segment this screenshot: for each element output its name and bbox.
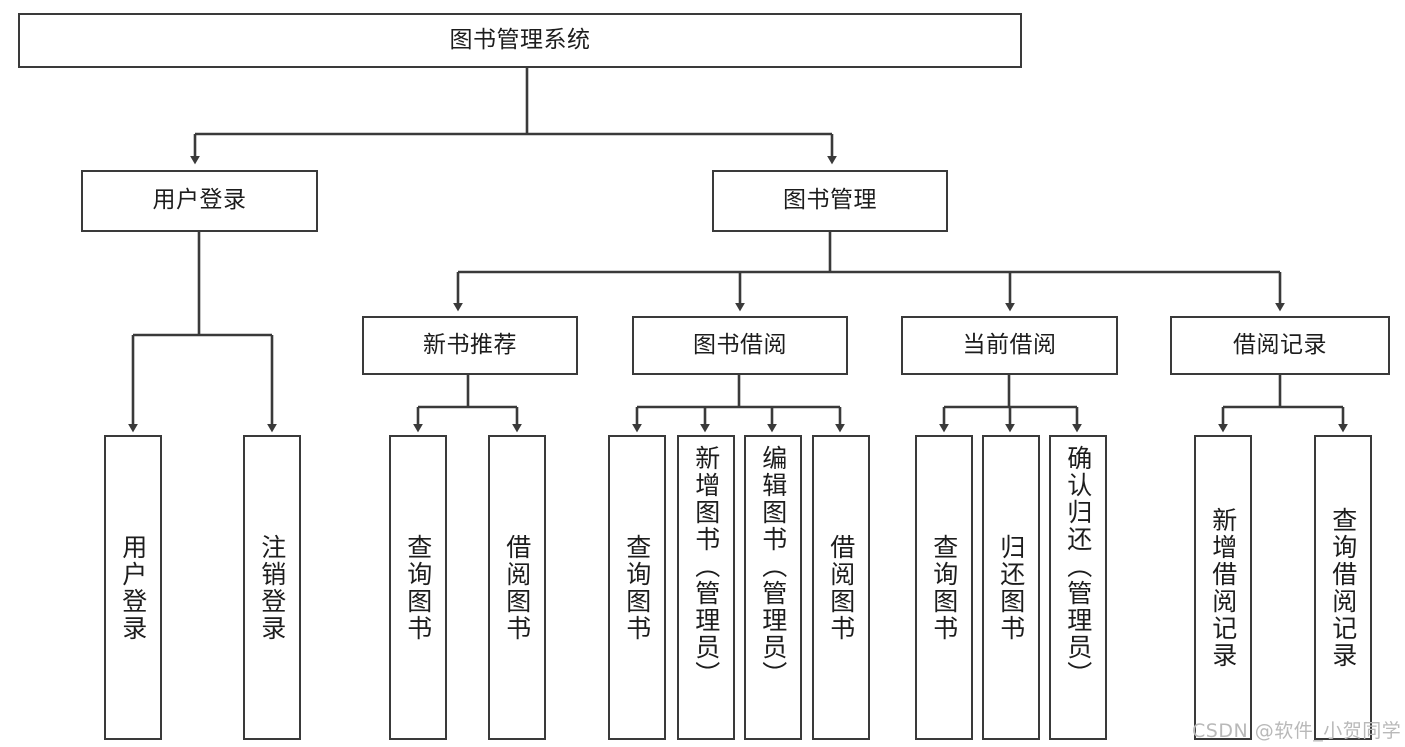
node-root-book-management-system[interactable]: 图书管理系统 [18,13,1022,68]
node-new-book-recommendation[interactable]: 新书推荐 [362,316,578,375]
csdn-watermark: CSDN @软件_小贺同学 [1192,720,1402,742]
leaf-current-borrow-confirm-return-admin[interactable]: 确认归还（管理员） [1049,435,1107,740]
node-book-borrowing[interactable]: 图书借阅 [632,316,848,375]
node-book-management[interactable]: 图书管理 [712,170,948,232]
leaf-borrow-record-query-record[interactable]: 查询借阅记录 [1314,435,1372,740]
leaf-borrow-record-add-record[interactable]: 新增借阅记录 [1194,435,1252,740]
node-current-borrowing[interactable]: 当前借阅 [901,316,1118,375]
node-borrowing-record[interactable]: 借阅记录 [1170,316,1390,375]
leaf-user-login-logout[interactable]: 注销登录 [243,435,301,740]
leaf-current-borrow-query-book[interactable]: 查询图书 [915,435,973,740]
leaf-borrow-book-edit-book-admin[interactable]: 编辑图书（管理员） [744,435,802,740]
leaf-new-book-borrow-book[interactable]: 借阅图书 [488,435,546,740]
leaf-borrow-book-borrow-book[interactable]: 借阅图书 [812,435,870,740]
leaf-new-book-query-book[interactable]: 查询图书 [389,435,447,740]
node-user-login[interactable]: 用户登录 [81,170,318,232]
leaf-user-login-login[interactable]: 用户登录 [104,435,162,740]
leaf-borrow-book-query-book[interactable]: 查询图书 [608,435,666,740]
leaf-borrow-book-add-book-admin[interactable]: 新增图书（管理员） [677,435,735,740]
leaf-current-borrow-return-book[interactable]: 归还图书 [982,435,1040,740]
